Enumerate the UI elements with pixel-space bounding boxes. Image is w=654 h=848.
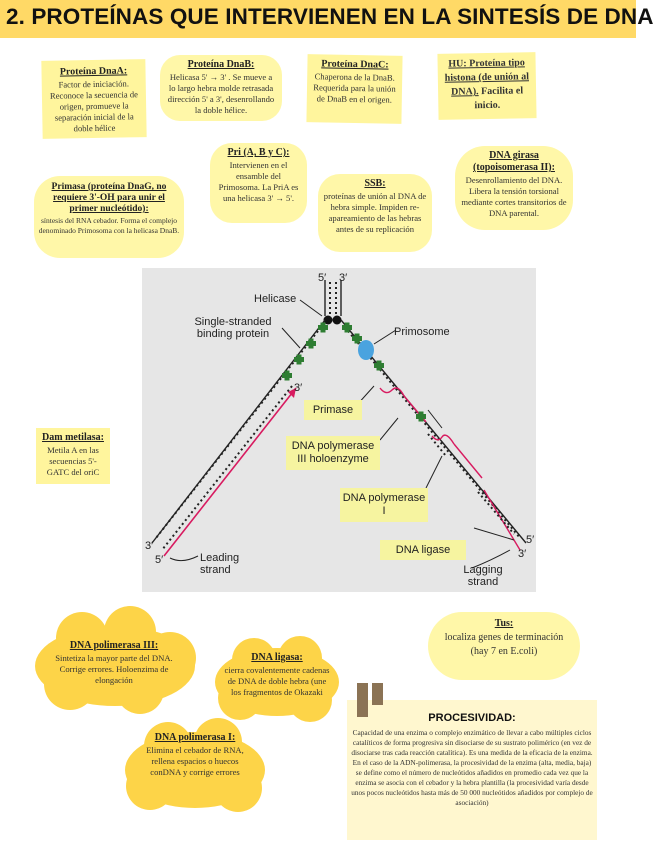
note-primasa: Primasa (proteína DnaG, no requiere 3'-O… [34, 176, 184, 258]
cloud-pol1 [125, 718, 265, 812]
cloud-ligasa [215, 636, 339, 722]
label-3-top: 3′ [339, 272, 348, 284]
note-girasa: DNA girasa (topoisomerasa II): Desenroll… [455, 146, 573, 230]
note-dnac: Proteína DnaC: Chaperona de la DnaB. Req… [306, 54, 403, 124]
label-ssbp: Single-stranded binding protein [194, 316, 272, 340]
quote-icon [357, 683, 383, 717]
box-ligase: DNA ligase [380, 540, 466, 560]
note-pri-heading: Pri (A, B y C): [227, 147, 290, 158]
note-dnac-body: Chaperona de la DnaB. Requerida para la … [313, 71, 396, 105]
label-helicase: Helicase [254, 293, 297, 305]
ssb-markers [282, 322, 426, 422]
note-metilasa-heading: Dam metilasa: [42, 432, 104, 443]
note-girasa-body: Desenrollamiento del DNA. Libera la tens… [461, 175, 567, 218]
note-pol1: DNA polimerasa I: Elimina el cebador de … [138, 732, 252, 778]
procesividad-body: Capacidad de una enzima o complejo enzim… [351, 728, 593, 807]
label-lagging-strand: Lagging strand [463, 564, 503, 588]
replication-fork-svg [151, 280, 527, 569]
note-pri-body: Intervienen en el ensamble del Primosoma… [218, 160, 299, 203]
note-hu: HU: Proteína tipo histona (de unión al D… [437, 52, 537, 120]
procesividad-card: PROCESIVIDAD: Capacidad de una enzima o … [347, 700, 597, 840]
note-ssb: SSB: proteínas de unión al DNA de hebra … [318, 174, 432, 252]
note-pol1-heading: DNA polimerasa I: [154, 732, 236, 743]
label-3-mid: 3′ [294, 382, 303, 394]
procesividad-title: PROCESIVIDAD: [428, 712, 516, 724]
note-ssb-heading: SSB: [364, 178, 386, 189]
note-metilasa-body: Metila A en las secuencias 5'-GATC del o… [46, 445, 100, 477]
box-primase: Primase [304, 400, 362, 420]
note-primasa-body: síntesis del RNA cebador. Forma el compl… [38, 216, 180, 235]
note-tus-heading: Tus: [494, 618, 514, 629]
note-metilasa: Dam metilasa: Metila A en las secuencias… [36, 428, 110, 484]
note-ligasa-heading: DNA ligasa: [251, 652, 303, 663]
note-ligasa: DNA ligasa: cierra covalentemente cadena… [224, 652, 330, 698]
note-dnaa-heading: Proteína DnaA: [59, 65, 128, 78]
box-pol1: DNA polymerase I [340, 488, 428, 522]
note-hu-body: Facilita el inicio. [474, 85, 524, 112]
note-ligasa-body: cierra covalentemente cadenas de DNA de … [224, 665, 330, 697]
box-pol3: DNA polymerase III holoenzyme [286, 436, 380, 470]
note-pol3-body: Sintetiza la mayor parte del DNA. Corrig… [55, 653, 173, 685]
note-pol3-heading: DNA polimerasa III: [69, 640, 159, 651]
page-title: 2. PROTEÍNAS QUE INTERVIENEN EN LA SINTE… [6, 4, 654, 29]
label-5-left-bottom: 5′ [155, 554, 164, 566]
note-tus-body: localiza genes de terminación (hay 7 en … [444, 632, 564, 657]
replication-fork-diagram: 5′ 3′ Helicase Single-stranded binding p… [142, 268, 536, 592]
note-dnaa-body: Factor de iniciación. Reconoce la secuen… [49, 78, 139, 134]
label-5-top: 5′ [318, 272, 327, 284]
label-5-right: 5′ [526, 534, 535, 546]
cloud-pol3 [35, 606, 196, 714]
label-leading-strand: Leading strand [200, 552, 240, 576]
label-primosome: Primosome [394, 326, 450, 338]
note-primasa-heading: Primasa (proteína DnaG, no requiere 3'-O… [51, 182, 167, 214]
note-ssb-body: proteínas de unión al DNA de hebra simpl… [323, 191, 427, 234]
title-bar: 2. PROTEÍNAS QUE INTERVIENEN EN LA SINTE… [0, 0, 654, 38]
note-pol3: DNA polimerasa III: Sintetiza la mayor p… [52, 640, 176, 686]
note-pol1-body: Elimina el cebador de RNA, rellena espac… [146, 745, 244, 777]
note-dnab-heading: Proteína DnaB: [187, 59, 255, 70]
note-tus: Tus: localiza genes de terminación (hay … [428, 612, 580, 680]
note-dnab-body: Helicasa 5' → 3' . Se mueve a lo largo h… [167, 72, 275, 115]
note-girasa-heading: DNA girasa (topoisomerasa II): [473, 150, 555, 173]
note-pri: Pri (A, B y C): Intervienen en el ensamb… [210, 143, 307, 223]
note-dnaa: Proteína DnaA: Factor de iniciación. Rec… [41, 59, 147, 139]
label-3-right: 3′ [518, 548, 527, 560]
note-dnab: Proteína DnaB: Helicasa 5' → 3' . Se mue… [160, 55, 282, 121]
note-dnac-heading: Proteína DnaC: [321, 58, 389, 71]
label-3-left-bottom: 3′ [145, 540, 154, 552]
